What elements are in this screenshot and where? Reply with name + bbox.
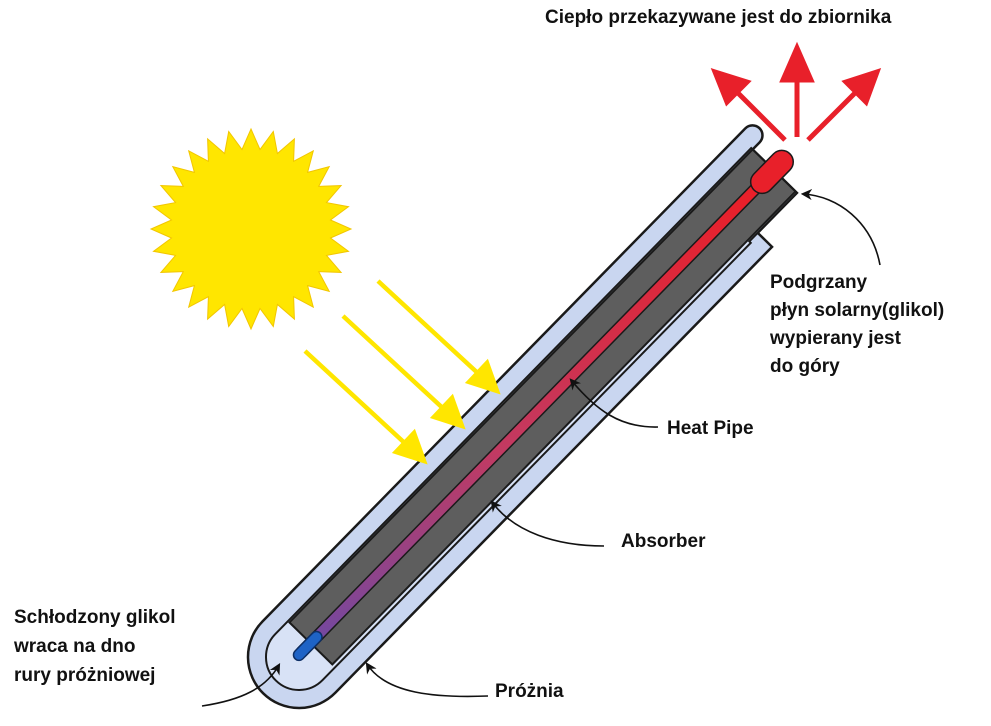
label-heat-pipe: Heat Pipe	[667, 418, 754, 439]
label-heated-fluid: Podgrzany płyn solarny(glikol) wypierany…	[769, 272, 949, 377]
condenser-bulb	[749, 149, 794, 195]
label-cooled-glycol-line: wraca na dno	[13, 636, 135, 657]
sun-rays	[303, 279, 501, 465]
leader-cooled-glycol	[201, 663, 281, 707]
label-heated-fluid-line: wypierany jest	[769, 328, 902, 349]
leader-heat-pipe	[569, 378, 659, 428]
label-cooled-glycol-line: Schłodzony glikol	[14, 607, 176, 628]
leader-vacuum	[365, 662, 489, 698]
label-absorber: Absorber	[621, 531, 706, 552]
label-cooled-glycol: Schłodzony glikol wraca na dno rury próż…	[13, 607, 181, 686]
pipe-cold-end	[292, 630, 323, 662]
heat-output-arrows	[710, 41, 882, 142]
sun-icon	[149, 127, 353, 331]
label-heated-fluid-line: Podgrzany	[770, 272, 868, 293]
leader-lines	[201, 188, 881, 707]
label-cooled-glycol-line: rury próżniowej	[14, 665, 155, 686]
vacuum-tube	[246, 124, 799, 710]
label-heat-to-tank: Ciepło przekazywane jest do zbiornika	[545, 7, 892, 28]
label-vacuum: Próżnia	[495, 681, 564, 702]
label-heated-fluid-line: do góry	[770, 356, 840, 377]
leader-absorber	[490, 500, 605, 547]
leader-heated-fluid	[800, 188, 881, 266]
label-heated-fluid-line: płyn solarny(glikol)	[770, 300, 944, 321]
